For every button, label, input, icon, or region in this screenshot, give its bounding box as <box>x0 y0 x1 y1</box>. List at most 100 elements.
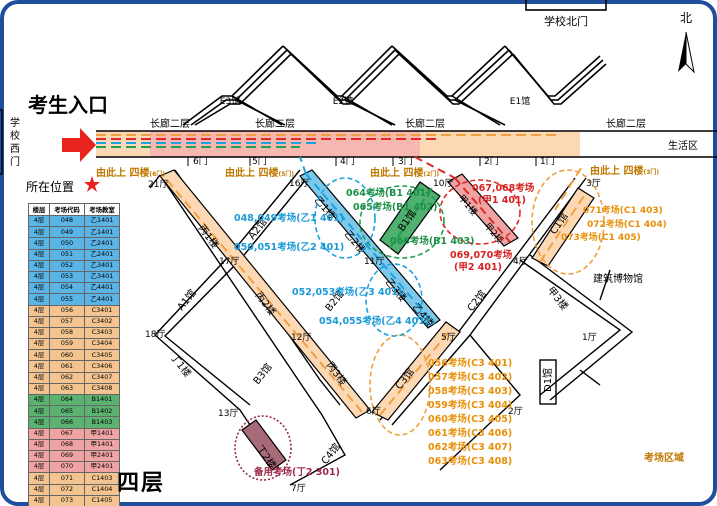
table-cell: 4层 <box>28 226 50 239</box>
exam-label-jia2: 069,070考场 <box>450 249 513 261</box>
table-cell: 4层 <box>28 483 50 496</box>
exam-labels: 048,049考场(乙1 401) 050,051考场(乙2 401) 052,… <box>234 182 535 327</box>
table-header: 考场代码 <box>49 203 85 216</box>
table-cell: C3401 <box>84 304 120 317</box>
table-cell: 4层 <box>28 405 50 418</box>
exam-label-c1-2: 072考场(C1 404) <box>587 218 667 230</box>
gate-6: 6门 <box>193 155 208 167</box>
museum-label: 建筑博物馆 <box>593 272 643 285</box>
c1-building <box>531 187 595 267</box>
hall-3: 3厅 <box>586 178 601 189</box>
compass-label: 北 <box>680 11 692 25</box>
table-cell: 072 <box>49 483 85 496</box>
exam-label-yi3: 052,053考场(乙3 401) <box>292 286 402 298</box>
table-cell: 4层 <box>28 449 50 463</box>
c2-label: C2馆 <box>464 287 489 313</box>
corridor-label-1: 长廊二层 <box>150 117 190 130</box>
west-gate-label: 学 校 西 门 <box>10 116 20 168</box>
exam-labels-c3: 056考场(C3 401) 057考场(C3 402) 058考场(C3 403… <box>428 357 512 467</box>
you-are-here-label: 所在位置 <box>26 179 74 194</box>
exam-label-jia1b: (甲1 401) <box>478 195 526 206</box>
table-cell: C1403 <box>84 472 120 485</box>
exam-label-c3-6: 061考场(C3 406) <box>428 427 512 439</box>
exam-label-yi1: 048,049考场(乙1 401) <box>234 212 344 224</box>
table-cell: 4层 <box>28 293 50 306</box>
exam-label-b1b: 065考场(B1 402) <box>353 201 438 213</box>
hall-21: 21厅 <box>148 179 168 190</box>
exam-label-c3-7: 062考场(C3 407) <box>428 441 512 453</box>
d1-label: D1馆 <box>541 368 554 392</box>
table-cell: 070 <box>49 461 85 474</box>
exam-label-c3-4: 059考场(C3 404) <box>428 399 512 411</box>
svg-text:学: 学 <box>10 116 20 129</box>
hall-16: 16厅 <box>289 178 309 189</box>
table-cell: 065 <box>49 405 85 418</box>
table-cell: 4层 <box>28 360 50 373</box>
e1-hall: E1馆 <box>510 95 530 107</box>
table-cell: 乙4401 <box>84 282 120 295</box>
table-cell: 060 <box>49 349 85 362</box>
bing-building <box>159 169 371 419</box>
table-header-row: 楼层 考场代码 考场教室 <box>28 203 120 216</box>
table-cell: 乙2401 <box>84 248 120 261</box>
table-cell: B1401 <box>84 393 120 407</box>
table-cell: C1404 <box>84 483 120 496</box>
entrance-arrow-icon <box>62 128 96 162</box>
table-cell: 067 <box>49 427 85 440</box>
table-cell: 4层 <box>28 382 50 396</box>
you-are-here-star-icon <box>84 176 100 192</box>
exam-label-c3-3: 058考场(C3 403) <box>428 385 512 397</box>
b1-building <box>379 181 441 255</box>
table-cell: 064 <box>49 393 85 407</box>
table-cell: 乙3401 <box>84 270 120 284</box>
hall-13: 13厅 <box>218 408 238 419</box>
hall-7: 7厅 <box>291 483 306 494</box>
upstairs-3: 由此上 四楼(2门) <box>370 166 439 179</box>
gate-ticks <box>187 157 537 166</box>
west-gate-box <box>0 109 3 175</box>
upstairs-1: 由此上 四楼(6门) <box>96 166 165 179</box>
table-cell: 乙1401 <box>84 214 120 228</box>
table-cell: 乙3401 <box>84 259 120 272</box>
table-cell: 4层 <box>28 282 50 295</box>
hall-5: 5厅 <box>441 332 456 343</box>
exam-label-c3-2: 057考场(C3 402) <box>428 371 512 383</box>
table-cell: 4层 <box>28 304 50 317</box>
exam-labels-c1: 071考场(C1 403) 072考场(C1 404) 073考场(C1 405… <box>561 204 667 243</box>
table-cell: 4层 <box>28 393 50 407</box>
jia3-label: 甲3楼 <box>545 284 571 313</box>
area-legend: 考场区域 <box>644 451 684 464</box>
table-cell: 4层 <box>28 214 50 228</box>
table-cell: 4层 <box>28 494 50 506</box>
table-cell: 4层 <box>28 338 50 351</box>
hall-6: 6厅 <box>366 406 381 417</box>
exam-label-c1-1: 071考场(C1 403) <box>583 204 663 216</box>
table-cell: 073 <box>49 494 85 506</box>
gate-2: 2门 <box>484 155 499 167</box>
gate-labels: 6门 5门 4门 3门 2门 1门 <box>193 155 555 167</box>
hall-17: 17厅 <box>219 256 239 267</box>
floor-title: 四层 <box>117 471 166 496</box>
hall-1: 1厅 <box>582 332 597 343</box>
hall-labels: 21厅 16厅 10厅 3厅 17厅 11厅 4厅 18厅 12厅 5厅 1厅 … <box>145 178 601 494</box>
table-cell: 057 <box>49 315 85 328</box>
corridor-label-3: 长廊二层 <box>405 117 445 130</box>
table-cell: 055 <box>49 293 85 306</box>
table-cell: 054 <box>49 282 85 295</box>
d1-building <box>539 359 557 405</box>
table-cell: C3407 <box>84 371 120 384</box>
exam-label-b1a: 064考场(B1 401) <box>346 187 431 199</box>
table-cell: 甲2401 <box>84 461 120 474</box>
